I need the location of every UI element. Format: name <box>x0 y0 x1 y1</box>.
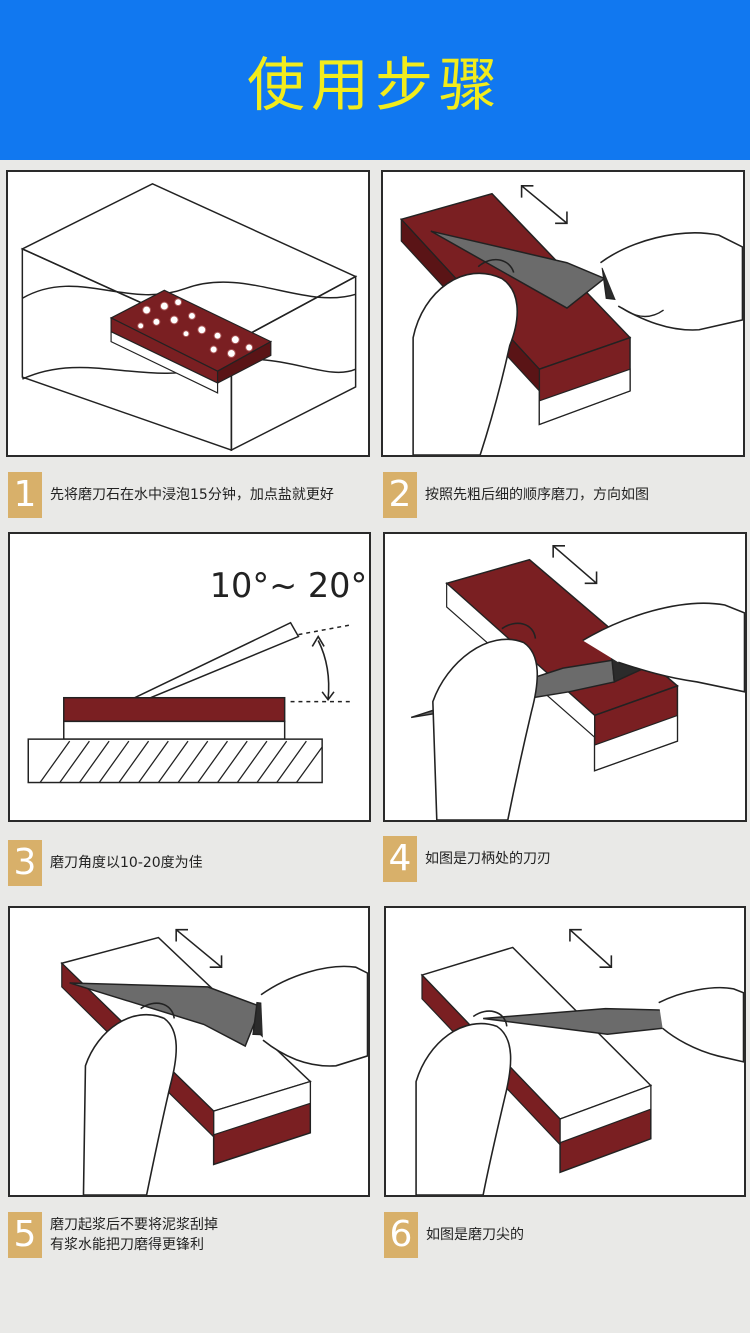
step-3-illustration: 10°~ 20° <box>8 532 371 822</box>
step-2-text: 按照先粗后细的顺序磨刀，方向如图 <box>425 487 649 503</box>
page-title: 使用步骤 <box>246 51 503 119</box>
step-5-caption: 5 磨刀起浆后不要将泥浆刮掉 有浆水能把刀磨得更锋利 <box>8 1212 218 1258</box>
step-1-caption: 1 先将磨刀石在水中浸泡15分钟，加点盐就更好 <box>8 472 334 518</box>
step-6-caption: 6 如图是磨刀尖的 <box>384 1212 524 1258</box>
step-4-caption: 4 如图是刀柄处的刀刃 <box>383 836 551 882</box>
step-6-text: 如图是磨刀尖的 <box>426 1227 524 1243</box>
step-3-text: 磨刀角度以10-20度为佳 <box>50 855 203 871</box>
step-number-badge: 2 <box>383 472 417 518</box>
step-4-illustration <box>383 532 747 822</box>
step-number-badge: 1 <box>8 472 42 518</box>
step-number-badge: 3 <box>8 840 42 886</box>
step-2-illustration <box>381 170 745 457</box>
step-number-badge: 4 <box>383 836 417 882</box>
step-number-badge: 6 <box>384 1212 418 1258</box>
step-5-illustration <box>8 906 370 1197</box>
step-4-text: 如图是刀柄处的刀刃 <box>425 851 551 867</box>
step-1-illustration <box>6 170 370 457</box>
step-2-caption: 2 按照先粗后细的顺序磨刀，方向如图 <box>383 472 649 518</box>
step-number-badge: 5 <box>8 1212 42 1258</box>
step-1-text: 先将磨刀石在水中浸泡15分钟，加点盐就更好 <box>50 487 334 503</box>
step-6-illustration <box>384 906 746 1197</box>
step-3-caption: 3 磨刀角度以10-20度为佳 <box>8 840 203 886</box>
header-banner: 使用步骤 <box>0 0 750 160</box>
step-5-text-line-1: 磨刀起浆后不要将泥浆刮掉 <box>50 1217 218 1233</box>
angle-label: 10°~ 20° <box>210 566 368 605</box>
step-5-text-line-2: 有浆水能把刀磨得更锋利 <box>50 1237 204 1253</box>
